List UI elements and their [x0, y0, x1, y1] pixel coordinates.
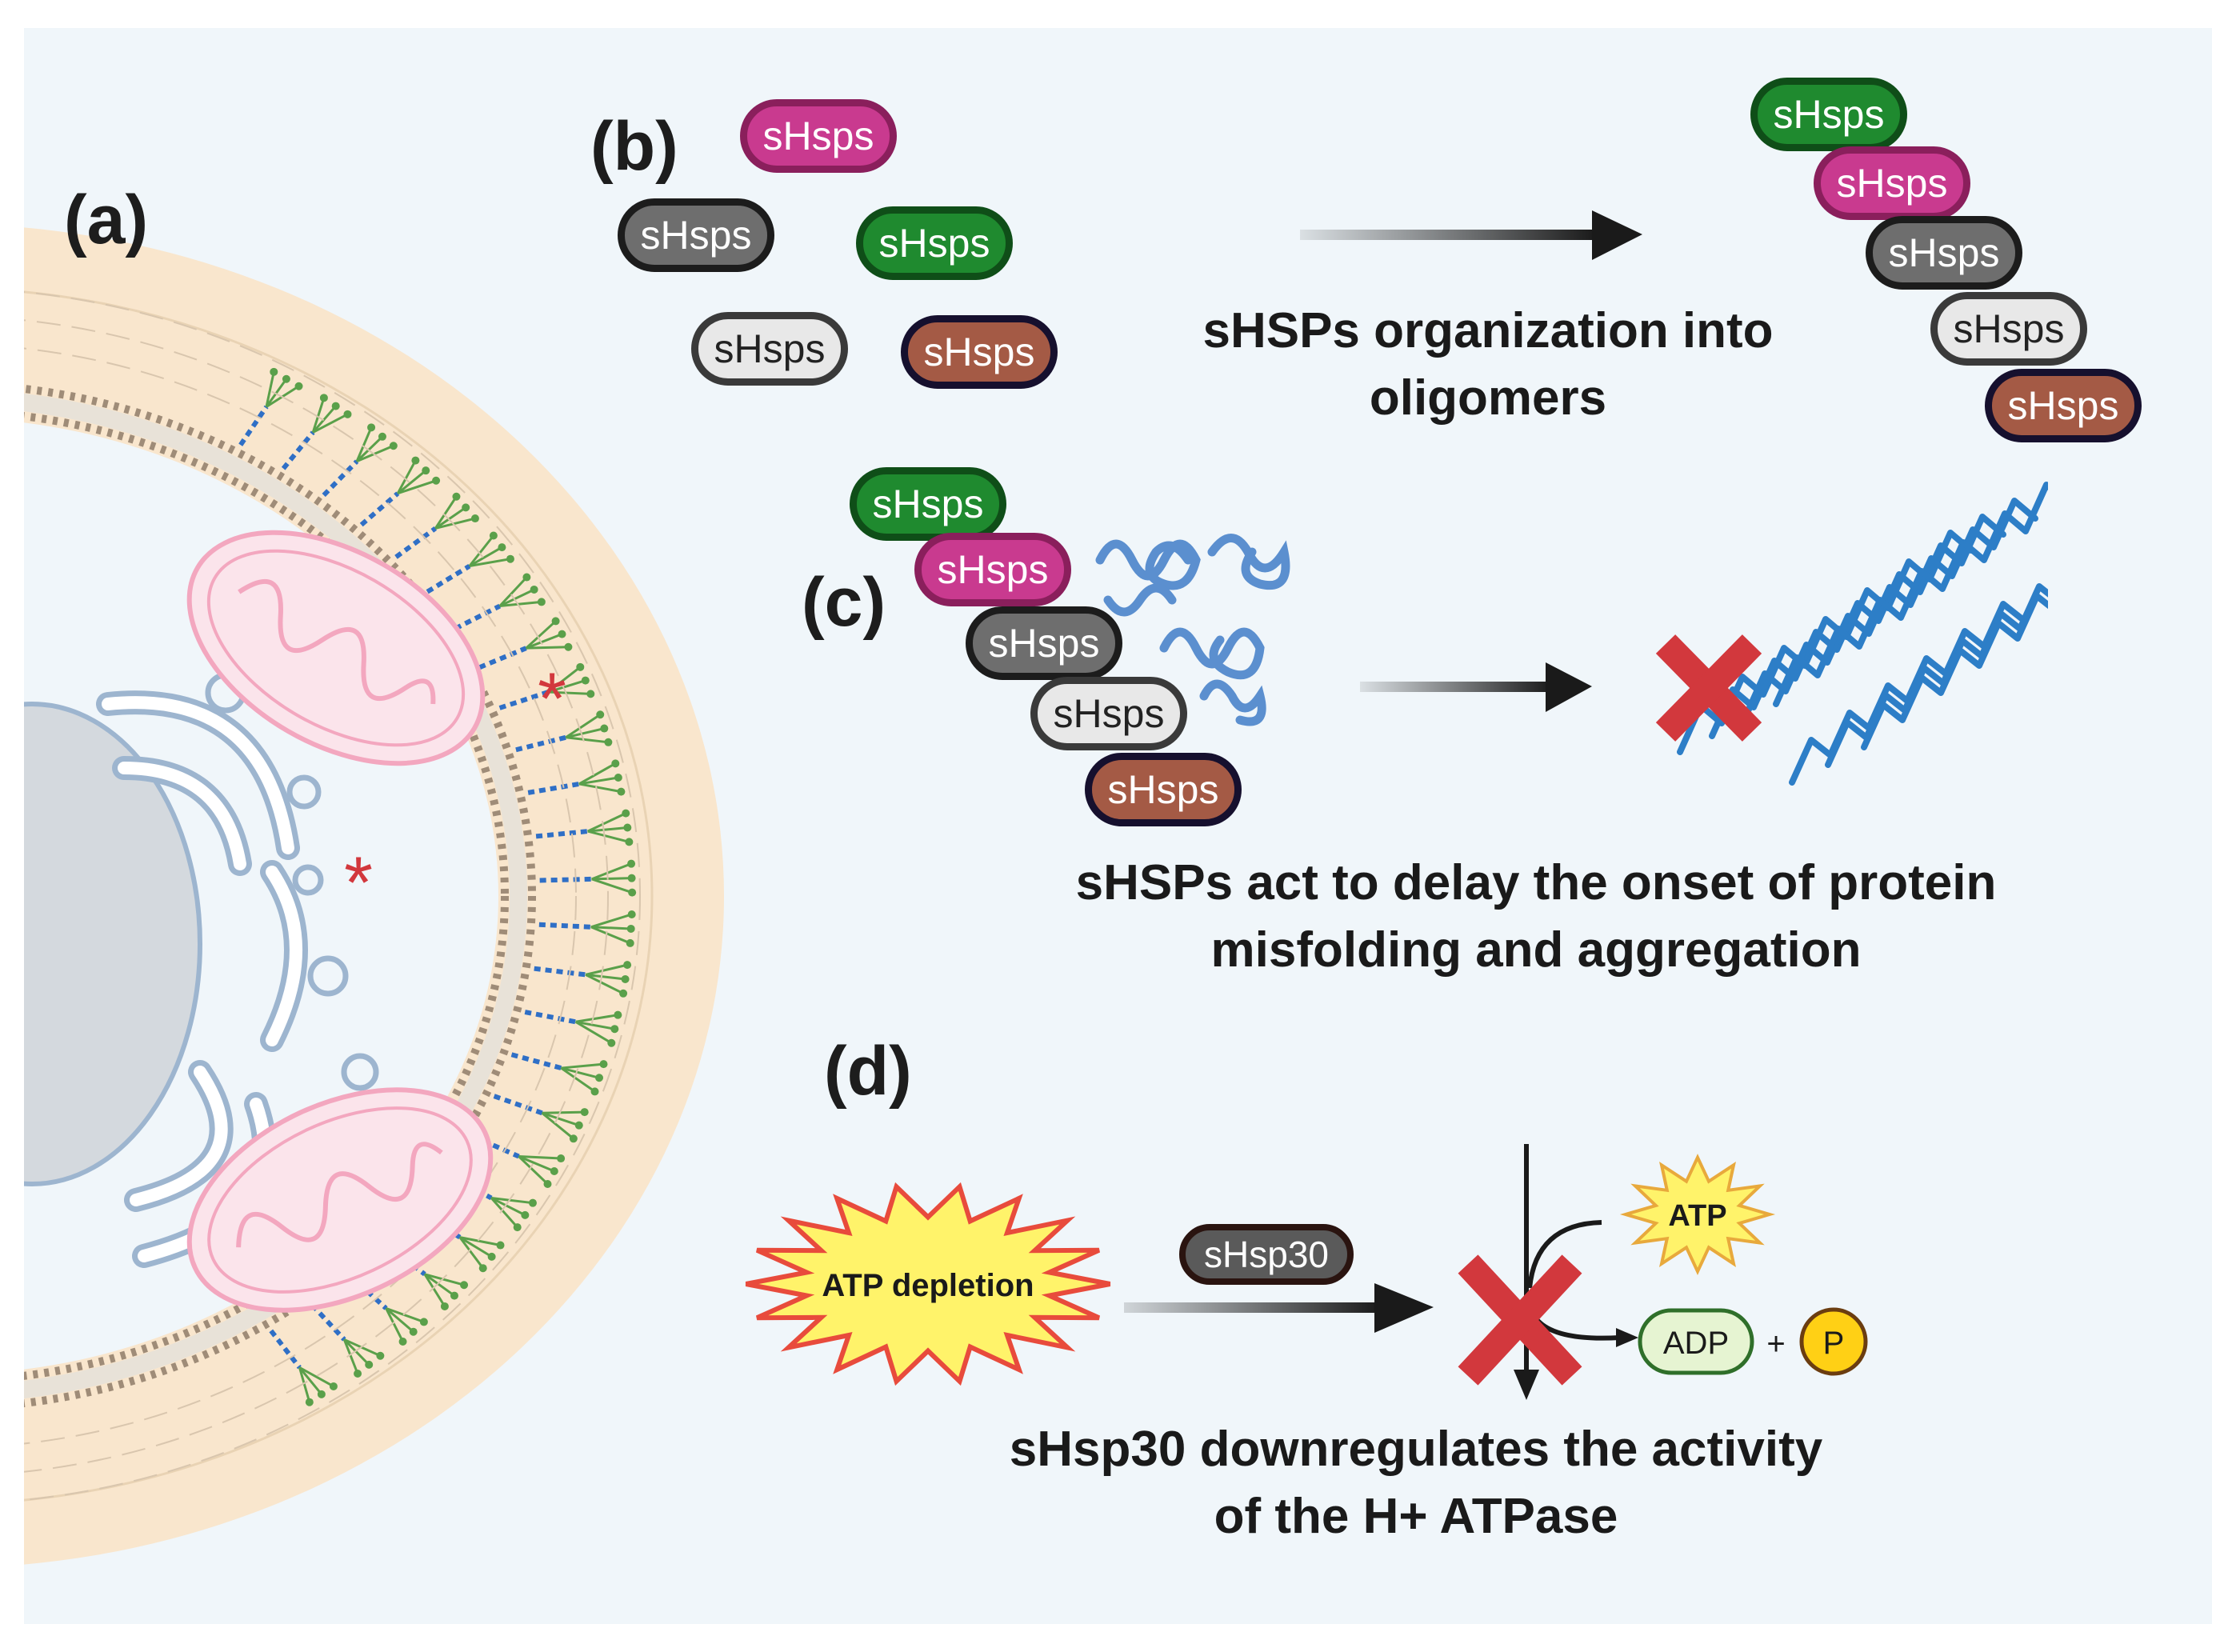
mitochondrion-lower — [186, 1087, 494, 1313]
panel-d-caption-line1: sHsp30 downregulates the activity — [1009, 1422, 1823, 1477]
oligomer-c-lightgray: sHsps — [1030, 677, 1187, 750]
oligomer-b-magenta: sHsps — [1814, 146, 1970, 220]
atp-label: ATP — [1668, 1199, 1726, 1233]
panel-label-b: (b) — [590, 108, 678, 185]
shsp-pill-magenta: sHsps — [740, 99, 897, 173]
plus-sign: + — [1766, 1326, 1785, 1362]
oligomer-b-lightgray: sHsps — [1930, 292, 2087, 366]
oligomer-c-brown: sHsps — [1085, 753, 1242, 826]
panel-b-caption-line1: sHSPs organization into — [1202, 303, 1774, 358]
panel-d-caption-line2: of the H+ ATPase — [1214, 1489, 1618, 1544]
oligomer-c-magenta: sHsps — [914, 533, 1071, 606]
panel-b-caption: sHSPs organization into oligomers — [1072, 298, 1904, 432]
cytoplasm-asterisk: * — [344, 842, 373, 924]
shsp-pill-lightgray: sHsps — [691, 312, 848, 386]
atp-burst: ATP — [1619, 1154, 1776, 1276]
shsp30-pill: sHsp30 — [1179, 1224, 1354, 1285]
panel-label-a: (a) — [64, 182, 149, 258]
atp-depletion-burst: ATP depletion — [745, 1182, 1111, 1386]
phosphate-label: P — [1823, 1326, 1845, 1361]
panel-d-caption: sHsp30 downregulates the activity of the… — [896, 1416, 1936, 1550]
atp-depletion-label: ATP depletion — [822, 1268, 1034, 1303]
oligomerization-arrow — [1300, 210, 1642, 260]
oligomer-b-brown: sHsps — [1985, 369, 2142, 442]
inhibition-cross-c — [1655, 634, 1762, 742]
mitochondrion-upper — [186, 530, 486, 766]
inhibition-arrow — [1124, 1302, 1380, 1313]
membrane-asterisk: * — [538, 658, 566, 740]
inhibition-cross-d — [1458, 1254, 1582, 1386]
panel-c-caption: sHSPs act to delay the onset of protein … — [976, 850, 2096, 984]
aggregation-arrow — [1360, 662, 1592, 712]
panel-b-caption-line2: oligomers — [1369, 370, 1607, 426]
plasma-membrane — [24, 385, 536, 1407]
unfolded-protein-coils — [1095, 534, 1290, 726]
panel-c-caption-line2: misfolding and aggregation — [1210, 922, 1862, 978]
oligomer-b-darkgray: sHsps — [1866, 216, 2022, 290]
nucleus — [24, 702, 202, 1186]
oligomer-c-darkgray: sHsps — [966, 606, 1122, 680]
shsp-pill-darkgray: sHsps — [618, 198, 774, 272]
aggregated-fibrils — [1655, 482, 2048, 786]
phosphate-circle — [1799, 1307, 1868, 1376]
oligomer-b-green: sHsps — [1750, 78, 1907, 151]
shsp-pill-brown: sHsps — [901, 315, 1058, 389]
atpase-reaction: ATP ADP + P — [1124, 1144, 1868, 1400]
shsp-pill-green: sHsps — [856, 206, 1013, 280]
adp-box — [1638, 1308, 1754, 1375]
oligomer-c-green: sHsps — [850, 467, 1006, 541]
panel-label-d: (d) — [824, 1033, 912, 1110]
panel-c-caption-line1: sHSPs act to delay the onset of protein — [1075, 855, 1997, 910]
panel-label-c: (c) — [802, 564, 886, 641]
adp-label: ADP — [1663, 1326, 1729, 1361]
